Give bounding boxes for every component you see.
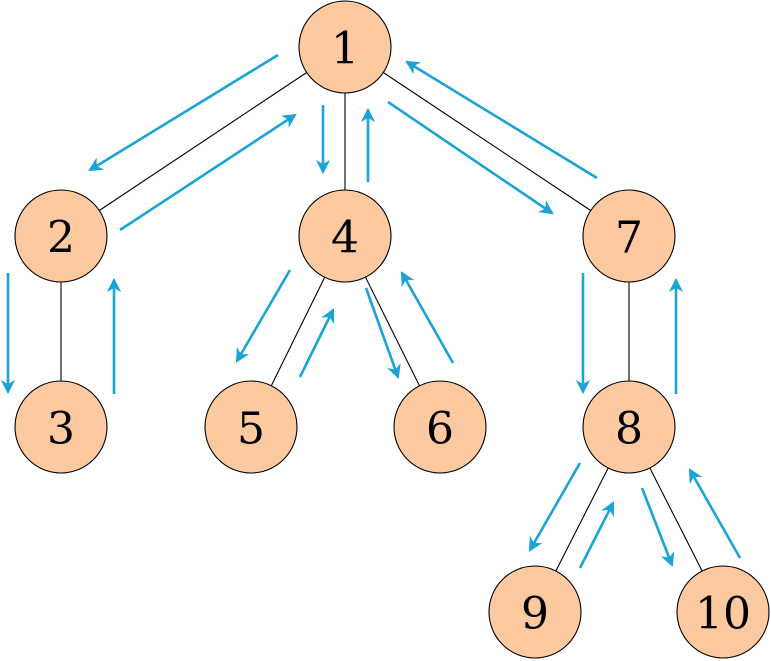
node-label-4: 4	[331, 213, 359, 264]
tree-node-10: 10	[676, 565, 770, 659]
tree-node-3: 3	[14, 380, 108, 474]
traversal-arrows-layer	[0, 53, 742, 569]
traversal-arrow-10	[298, 308, 335, 378]
node-circle-6	[393, 380, 487, 474]
edge-8-10	[649, 467, 703, 572]
traversal-arrow-16	[578, 501, 615, 569]
node-circle-7	[582, 189, 676, 283]
tree-node-9: 9	[488, 565, 582, 659]
traversal-arrow-6	[405, 60, 598, 180]
traversal-arrow-11	[364, 287, 401, 380]
node-label-9: 9	[521, 589, 549, 640]
traversal-arrow-5	[387, 100, 554, 215]
traversal-arrow-12	[400, 271, 455, 364]
node-circle-4	[298, 189, 392, 283]
edge-1-7	[382, 72, 592, 211]
tree-node-8: 8	[582, 380, 676, 474]
tree-node-7: 7	[582, 189, 676, 283]
node-label-7: 7	[615, 213, 643, 264]
nodes-layer: 1 2 3 4 5 6 7 8 9 10	[14, 0, 770, 659]
node-circle-9	[488, 565, 582, 659]
node-circle-8	[582, 380, 676, 474]
node-label-3: 3	[47, 404, 75, 455]
tree-node-6: 6	[393, 380, 487, 474]
traversal-arrow-2	[119, 113, 297, 232]
node-label-1: 1	[331, 24, 359, 75]
traversal-arrow-1	[88, 53, 279, 172]
edge-8-9	[555, 467, 609, 572]
node-circle-10	[676, 565, 770, 659]
node-label-8: 8	[615, 404, 643, 455]
node-circle-5	[204, 380, 298, 474]
traversal-arrow-18	[688, 468, 742, 559]
edges-layer	[60, 72, 703, 572]
node-circle-1	[298, 0, 392, 94]
node-label-6: 6	[426, 404, 454, 455]
traversal-arrow-9	[235, 269, 292, 363]
traversal-arrow-15	[528, 462, 582, 552]
edge-1-2	[98, 72, 308, 211]
traversal-arrow-17	[640, 487, 675, 567]
node-label-10: 10	[695, 589, 751, 640]
edge-4-6	[364, 276, 421, 387]
edge-4-5	[270, 277, 326, 386]
node-label-5: 5	[237, 404, 265, 455]
node-circle-2	[14, 189, 108, 283]
tree-node-4: 4	[298, 189, 392, 283]
node-label-2: 2	[47, 213, 75, 264]
tree-node-2: 2	[14, 189, 108, 283]
node-circle-3	[14, 380, 108, 474]
tree-node-1: 1	[298, 0, 392, 94]
tree-node-5: 5	[204, 380, 298, 474]
